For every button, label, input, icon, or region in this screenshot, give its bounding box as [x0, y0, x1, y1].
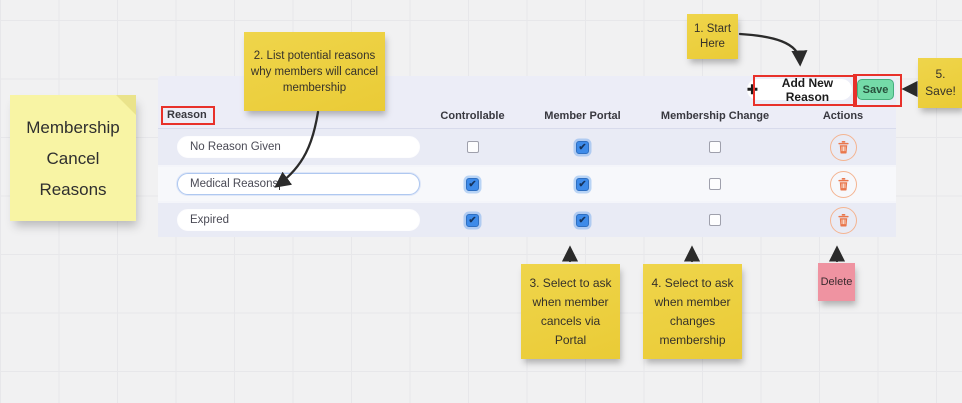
membership-change-checkbox[interactable] [709, 178, 721, 190]
delete-reason-button[interactable] [829, 206, 857, 234]
delete-reason-button[interactable] [829, 170, 857, 198]
member-portal-checkbox[interactable] [576, 213, 589, 227]
reason-input[interactable]: Expired [177, 209, 420, 231]
membership-change-checkbox[interactable] [709, 214, 721, 226]
member-portal-checkbox[interactable] [576, 177, 589, 191]
table-header-row: Reason Controllable Member Portal Member… [158, 103, 896, 129]
add-new-reason-button[interactable]: ✚ Add New Reason [747, 76, 852, 104]
add-new-reason-label: Add New Reason [781, 75, 834, 104]
controllable-checkbox[interactable] [466, 177, 479, 191]
text-caret [279, 178, 281, 190]
plus-icon: ✚ [747, 82, 758, 97]
reason-input-value: Medical Reasons [190, 178, 279, 190]
reason-input-value: Expired [190, 214, 229, 226]
trash-icon [837, 178, 849, 191]
column-header-membership-change: Membership Change [660, 109, 770, 122]
table-row: Expired [158, 201, 896, 237]
sticky-note-step2[interactable]: 2. List potential reasons why members wi… [244, 32, 385, 111]
table-row: Medical Reasons [158, 165, 896, 201]
sticky-note-step5[interactable]: 5. Save! [918, 58, 962, 108]
controllable-checkbox[interactable] [466, 213, 479, 227]
controllable-checkbox[interactable] [466, 141, 479, 153]
sticky-note-step3[interactable]: 3. Select to ask when member cancels via… [521, 264, 620, 359]
trash-icon [837, 214, 849, 227]
delete-reason-button[interactable] [829, 133, 857, 161]
reason-input[interactable]: Medical Reasons [177, 173, 420, 195]
membership-change-checkbox[interactable] [709, 141, 721, 153]
arrow-start-here [738, 32, 808, 67]
column-header-reason: Reason [158, 106, 420, 125]
column-header-member-portal: Member Portal [544, 109, 621, 122]
column-header-actions: Actions [822, 109, 864, 122]
annotation-box-reason: Reason [161, 106, 215, 125]
column-header-controllable: Controllable [440, 109, 505, 122]
panel-toolbar: ✚ Add New Reason Save [158, 74, 902, 107]
reason-input[interactable]: No Reason Given [177, 136, 420, 158]
trash-icon [837, 141, 849, 154]
sticky-note-step4[interactable]: 4. Select to ask when member changes mem… [643, 264, 742, 359]
member-portal-checkbox[interactable] [576, 140, 589, 154]
sticky-note-step1[interactable]: 1. Start Here [687, 14, 738, 59]
table-body: No Reason Given [158, 129, 896, 237]
sticky-note-title[interactable]: Membership Cancel Reasons [10, 95, 136, 221]
reason-input-value: No Reason Given [190, 141, 281, 153]
table-row: No Reason Given [158, 129, 896, 165]
save-button[interactable]: Save [857, 79, 894, 100]
sticky-note-delete[interactable]: Delete [818, 263, 855, 301]
